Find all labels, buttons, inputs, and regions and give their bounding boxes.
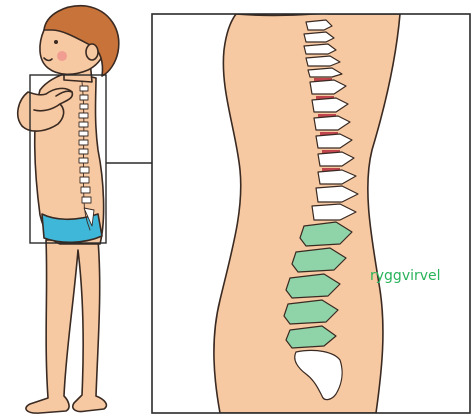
child-figure: [18, 6, 119, 413]
child-cheek: [57, 51, 67, 61]
zoom-panel: [152, 14, 470, 413]
child-eye: [54, 40, 58, 44]
child-ear: [86, 44, 98, 60]
child-legs: [26, 240, 107, 413]
vertebra-label: ryggvirvel: [370, 268, 441, 284]
